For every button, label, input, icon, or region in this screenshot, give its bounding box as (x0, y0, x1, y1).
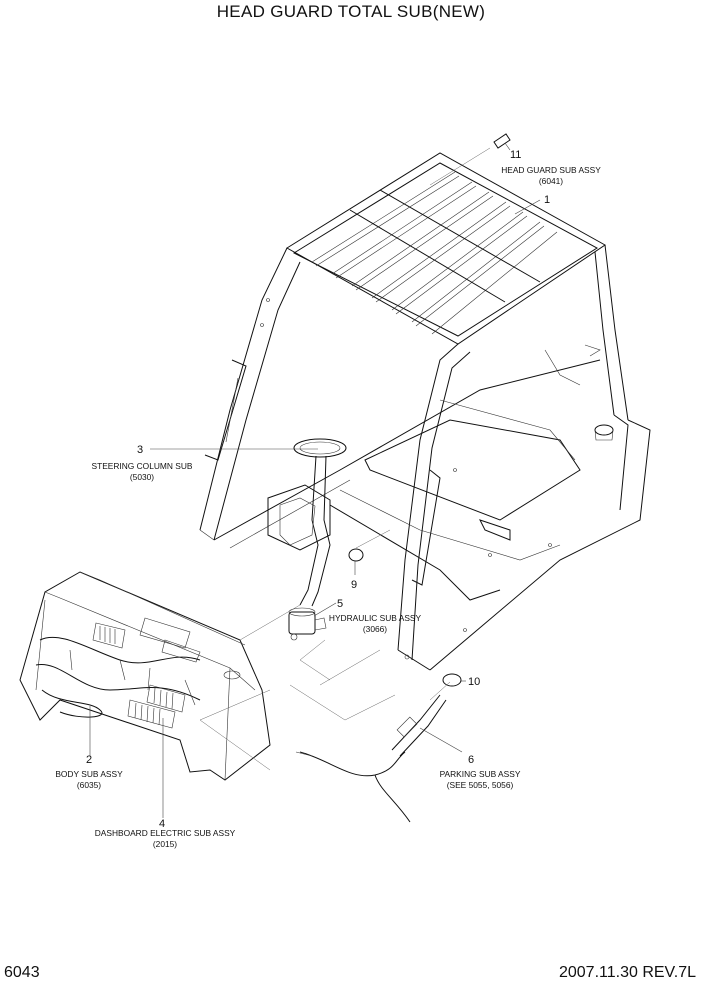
callout-number-9: 9 (351, 579, 357, 591)
grommet-part-10 (442, 673, 462, 687)
callout-label-hydraulic: HYDRAULIC SUB ASSY (329, 613, 422, 623)
callout-ref-hydraulic: (3066) (363, 624, 387, 634)
callout-ref-dashboard-electric: (2015) (153, 839, 177, 849)
callout-ref-steering-column: (5030) (130, 472, 154, 482)
callout-number-5: 5 (337, 598, 343, 610)
assembly-reference-lines (199, 147, 491, 771)
callout-ref-head-guard: (6041) (539, 176, 563, 186)
callout-ref-body: (6035) (77, 780, 101, 790)
hydraulic-assembly (288, 607, 327, 641)
dashboard-assembly (19, 571, 271, 781)
page-title: HEAD GUARD TOTAL SUB(NEW) (216, 2, 486, 21)
callout-number-11: 11 (510, 149, 521, 161)
callout-label-steering-column: STEERING COLUMN SUB (92, 461, 193, 471)
steering-column-assembly (267, 438, 347, 607)
callout-ref-parking: (SEE 5055, 5056) (447, 780, 514, 790)
callout-label-head-guard: HEAD GUARD SUB ASSY (501, 165, 601, 175)
callout-number-10: 10 (468, 676, 480, 688)
callout-number-1: 1 (544, 194, 550, 206)
revision-date: 2007.11.30 REV.7L (558, 964, 696, 981)
callout-number-2: 2 (86, 754, 92, 766)
callout-number-6: 6 (468, 754, 474, 766)
callout-number-3: 3 (137, 444, 143, 456)
callout-label-body: BODY SUB ASSY (55, 769, 123, 779)
cap-part-9 (348, 548, 364, 562)
head-guard-assembly (199, 152, 651, 671)
callout-label-parking: PARKING SUB ASSY (440, 769, 521, 779)
callout-number-4: 4 (159, 818, 165, 830)
parking-brake-assembly (295, 694, 447, 823)
bolt-part-11 (493, 133, 511, 149)
page-number: 6043 (4, 964, 40, 981)
leader-lines (89, 142, 541, 818)
callout-label-dashboard-electric: DASHBOARD ELECTRIC SUB ASSY (95, 828, 236, 838)
